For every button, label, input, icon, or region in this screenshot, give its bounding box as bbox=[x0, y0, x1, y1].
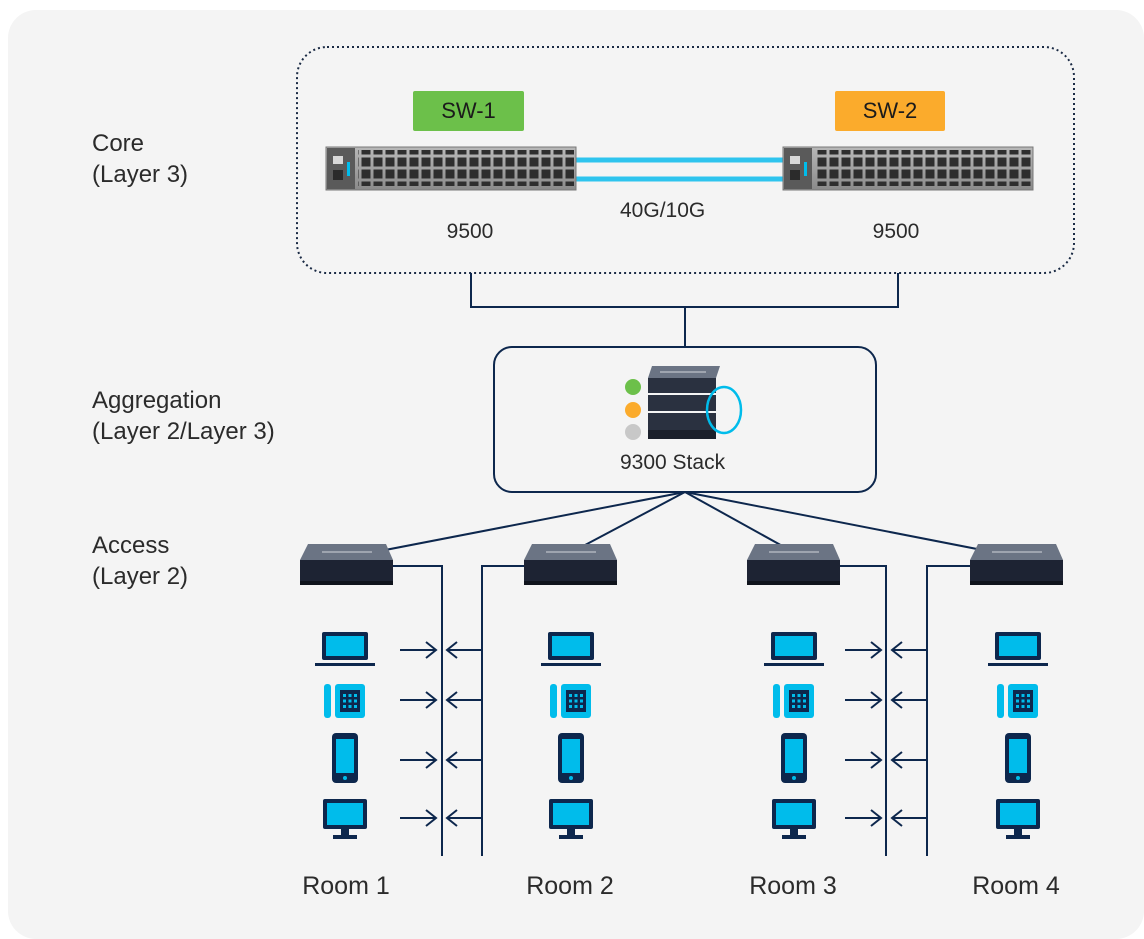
phone-icon bbox=[550, 684, 591, 718]
arrow-icon bbox=[445, 751, 483, 769]
arrow-icon bbox=[845, 809, 883, 827]
mobile-icon bbox=[781, 733, 807, 783]
stack-label: 9300 Stack bbox=[620, 451, 726, 474]
access-switch-4 bbox=[970, 544, 1063, 585]
link-speed-label: 40G/10G bbox=[620, 199, 706, 222]
phone-icon bbox=[324, 684, 365, 718]
phone-icon bbox=[997, 684, 1038, 718]
room-label-4: Room 4 bbox=[972, 872, 1060, 900]
status-dot-green bbox=[625, 379, 641, 395]
mobile-icon bbox=[558, 733, 584, 783]
room-label-2: Room 2 bbox=[526, 872, 614, 900]
core-interlink bbox=[575, 157, 784, 182]
mobile-icon bbox=[1005, 733, 1031, 783]
arrow-icon bbox=[890, 691, 928, 709]
stack-switch-icon bbox=[648, 366, 743, 439]
room-cabling bbox=[393, 565, 970, 856]
core-switch-sw1 bbox=[325, 146, 577, 191]
laptop-icon bbox=[541, 632, 601, 666]
arrow-icon bbox=[400, 691, 438, 709]
arrow-icon bbox=[445, 691, 483, 709]
desktop-icon bbox=[323, 799, 367, 839]
laptop-icon bbox=[315, 632, 375, 666]
desktop-icon bbox=[996, 799, 1040, 839]
arrow-icon bbox=[400, 751, 438, 769]
room-label-1: Room 1 bbox=[302, 872, 390, 900]
laptop-icon bbox=[988, 632, 1048, 666]
laptop-icon bbox=[764, 632, 824, 666]
access-switch-1 bbox=[300, 544, 393, 585]
arrow-icon bbox=[445, 809, 483, 827]
access-switch-2 bbox=[524, 544, 617, 585]
core-switch-sw2 bbox=[782, 146, 1034, 191]
stack-status-dots bbox=[625, 379, 641, 440]
sw1-badge: SW-1 bbox=[413, 91, 524, 131]
arrow-icon bbox=[845, 751, 883, 769]
arrow-icon bbox=[890, 809, 928, 827]
sw2-badge: SW-2 bbox=[835, 91, 945, 131]
phone-icon bbox=[773, 684, 814, 718]
arrow-icon bbox=[845, 641, 883, 659]
core-uplinks bbox=[470, 273, 899, 347]
core-boundary bbox=[296, 46, 1075, 274]
arrow-icon bbox=[890, 751, 928, 769]
room-label-3: Room 3 bbox=[749, 872, 837, 900]
arrow-icon bbox=[845, 691, 883, 709]
mobile-icon bbox=[332, 733, 358, 783]
desktop-icon bbox=[549, 799, 593, 839]
access-uplinks bbox=[348, 491, 1019, 558]
tier-label-core: Core (Layer 3) bbox=[92, 130, 189, 188]
status-dot-orange bbox=[625, 402, 641, 418]
tier-label-aggregation: Aggregation (Layer 2/Layer 3) bbox=[92, 387, 275, 445]
desktop-icon bbox=[772, 799, 816, 839]
status-dot-gray bbox=[625, 424, 641, 440]
arrow-icon bbox=[400, 809, 438, 827]
arrow-icon bbox=[890, 641, 928, 659]
tier-label-access: Access (Layer 2) bbox=[92, 532, 189, 590]
sw2-model: 9500 bbox=[872, 220, 920, 243]
arrow-icon bbox=[400, 641, 438, 659]
arrow-icon bbox=[445, 641, 483, 659]
access-switch-3 bbox=[747, 544, 840, 585]
sw1-model: 9500 bbox=[446, 220, 494, 243]
stack-cable-icon bbox=[705, 385, 743, 435]
